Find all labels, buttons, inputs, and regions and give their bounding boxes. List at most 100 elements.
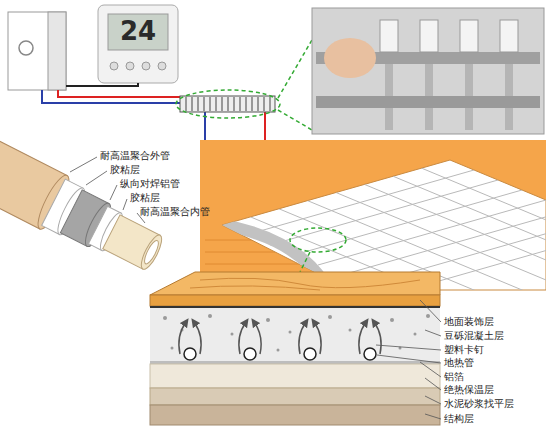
manifold-photo (425, 108, 433, 130)
floor-cross-section (150, 295, 440, 306)
floor-panel (300, 252, 310, 272)
leader-line (70, 157, 97, 172)
thermostat (108, 14, 168, 50)
manifold-photo (316, 96, 540, 108)
floor-panel (270, 148, 546, 246)
floor-cross-section (179, 322, 186, 354)
manifold (186, 97, 270, 111)
floor-cross-section (244, 348, 256, 360)
floor-cross-section (374, 322, 381, 354)
floor-cross-section (184, 348, 196, 360)
manifold (180, 96, 275, 112)
thermostat-reading: 24 (120, 16, 156, 47)
floor-cross-section (150, 388, 440, 405)
floor-cross-section (299, 322, 306, 354)
leader-line (123, 199, 127, 210)
leader-line (425, 414, 441, 419)
floor-cross-section (163, 316, 167, 320)
floor-cross-section (190, 278, 420, 290)
thermostat (98, 5, 178, 83)
floor-cross-section (328, 315, 332, 319)
pipes (58, 90, 182, 97)
manifold-photo (500, 20, 518, 52)
floor-cross-section (239, 322, 246, 354)
thermostat (158, 62, 166, 70)
manifold (176, 90, 280, 118)
floor-cross-section (266, 318, 270, 322)
floor-cross-section (231, 333, 234, 336)
leader-line (420, 362, 441, 377)
floor-panel (366, 188, 546, 286)
leader-line (86, 171, 107, 185)
floor-cross-section (390, 318, 394, 322)
floor-cross-section (277, 349, 280, 352)
floor-cross-section (254, 322, 261, 354)
manifold-photo (312, 8, 544, 134)
thermostat (142, 62, 150, 70)
thermostat (98, 5, 178, 83)
leader-line (70, 157, 145, 223)
manifold-photo (425, 64, 433, 96)
pipe-layer-label: 耐高温聚合内管 (140, 206, 210, 218)
floor-layer-label: 地面装饰层 (444, 316, 494, 327)
floor-cross-section (194, 322, 201, 354)
floor-cross-section (184, 348, 376, 360)
floor-cross-section (150, 308, 440, 362)
leader-line (425, 330, 441, 336)
floor-panel (290, 228, 346, 252)
floor-cross-section (289, 331, 292, 334)
leader-line (110, 185, 117, 200)
leader-line (376, 345, 441, 350)
pipes (66, 83, 138, 86)
floor-panel (246, 138, 546, 236)
boiler (19, 41, 33, 55)
manifold-photo (465, 64, 473, 96)
pipe-layer-label: 耐高温聚合外管 (100, 150, 170, 162)
floor-cross-section (359, 322, 366, 354)
floor-cross-section (426, 314, 430, 318)
floor-panel (342, 178, 546, 276)
floor-panel (318, 168, 546, 266)
floor-cross-section (150, 306, 440, 308)
floor-cross-section (171, 347, 174, 350)
floor-cross-section (150, 272, 440, 295)
manifold-photo (380, 20, 398, 52)
floor-cross-section (314, 322, 321, 354)
pipe-layer-label: 纵向对焊铝管 (120, 178, 180, 190)
leader-line (420, 300, 441, 322)
manifold-photo (460, 20, 478, 52)
manifold-photo (385, 64, 393, 96)
pipe-layer-label: 胶粘层 (110, 164, 140, 176)
manifold-photo (312, 8, 544, 134)
floor-cross-section (150, 364, 440, 388)
manifold-photo (385, 108, 393, 130)
manifold (278, 40, 312, 130)
pipe-section (137, 233, 165, 272)
pipes (42, 90, 182, 103)
manifold (176, 40, 312, 130)
floor-cross-section (364, 348, 376, 360)
floor-layer-label: 铝箔 (444, 371, 464, 382)
floor-panel (422, 168, 546, 288)
leader-line (425, 396, 441, 404)
boiler (8, 12, 66, 90)
floor-layer-label: 豆砾混凝土层 (444, 330, 504, 341)
leader-line (377, 355, 441, 363)
floor-cross-section (304, 348, 316, 360)
boiler (8, 12, 66, 90)
leader-line (376, 300, 441, 419)
floor-layer-label: 绝热保温层 (444, 384, 494, 395)
floor-layer-label: 地热管 (444, 357, 474, 368)
floor-cross-section (208, 314, 212, 318)
manifold-photo (505, 108, 513, 130)
floor-cross-section (349, 329, 352, 332)
floor-layer-label: 结构层 (444, 413, 474, 424)
manifold-photo (420, 20, 438, 52)
thermostat (110, 62, 118, 70)
thermostat (126, 62, 134, 70)
pipe-layer-label: 胶粘层 (130, 192, 160, 204)
floor-layer-label: 水泥砂浆找平层 (444, 398, 514, 409)
boiler (48, 12, 66, 90)
floor-cross-section (179, 322, 381, 354)
